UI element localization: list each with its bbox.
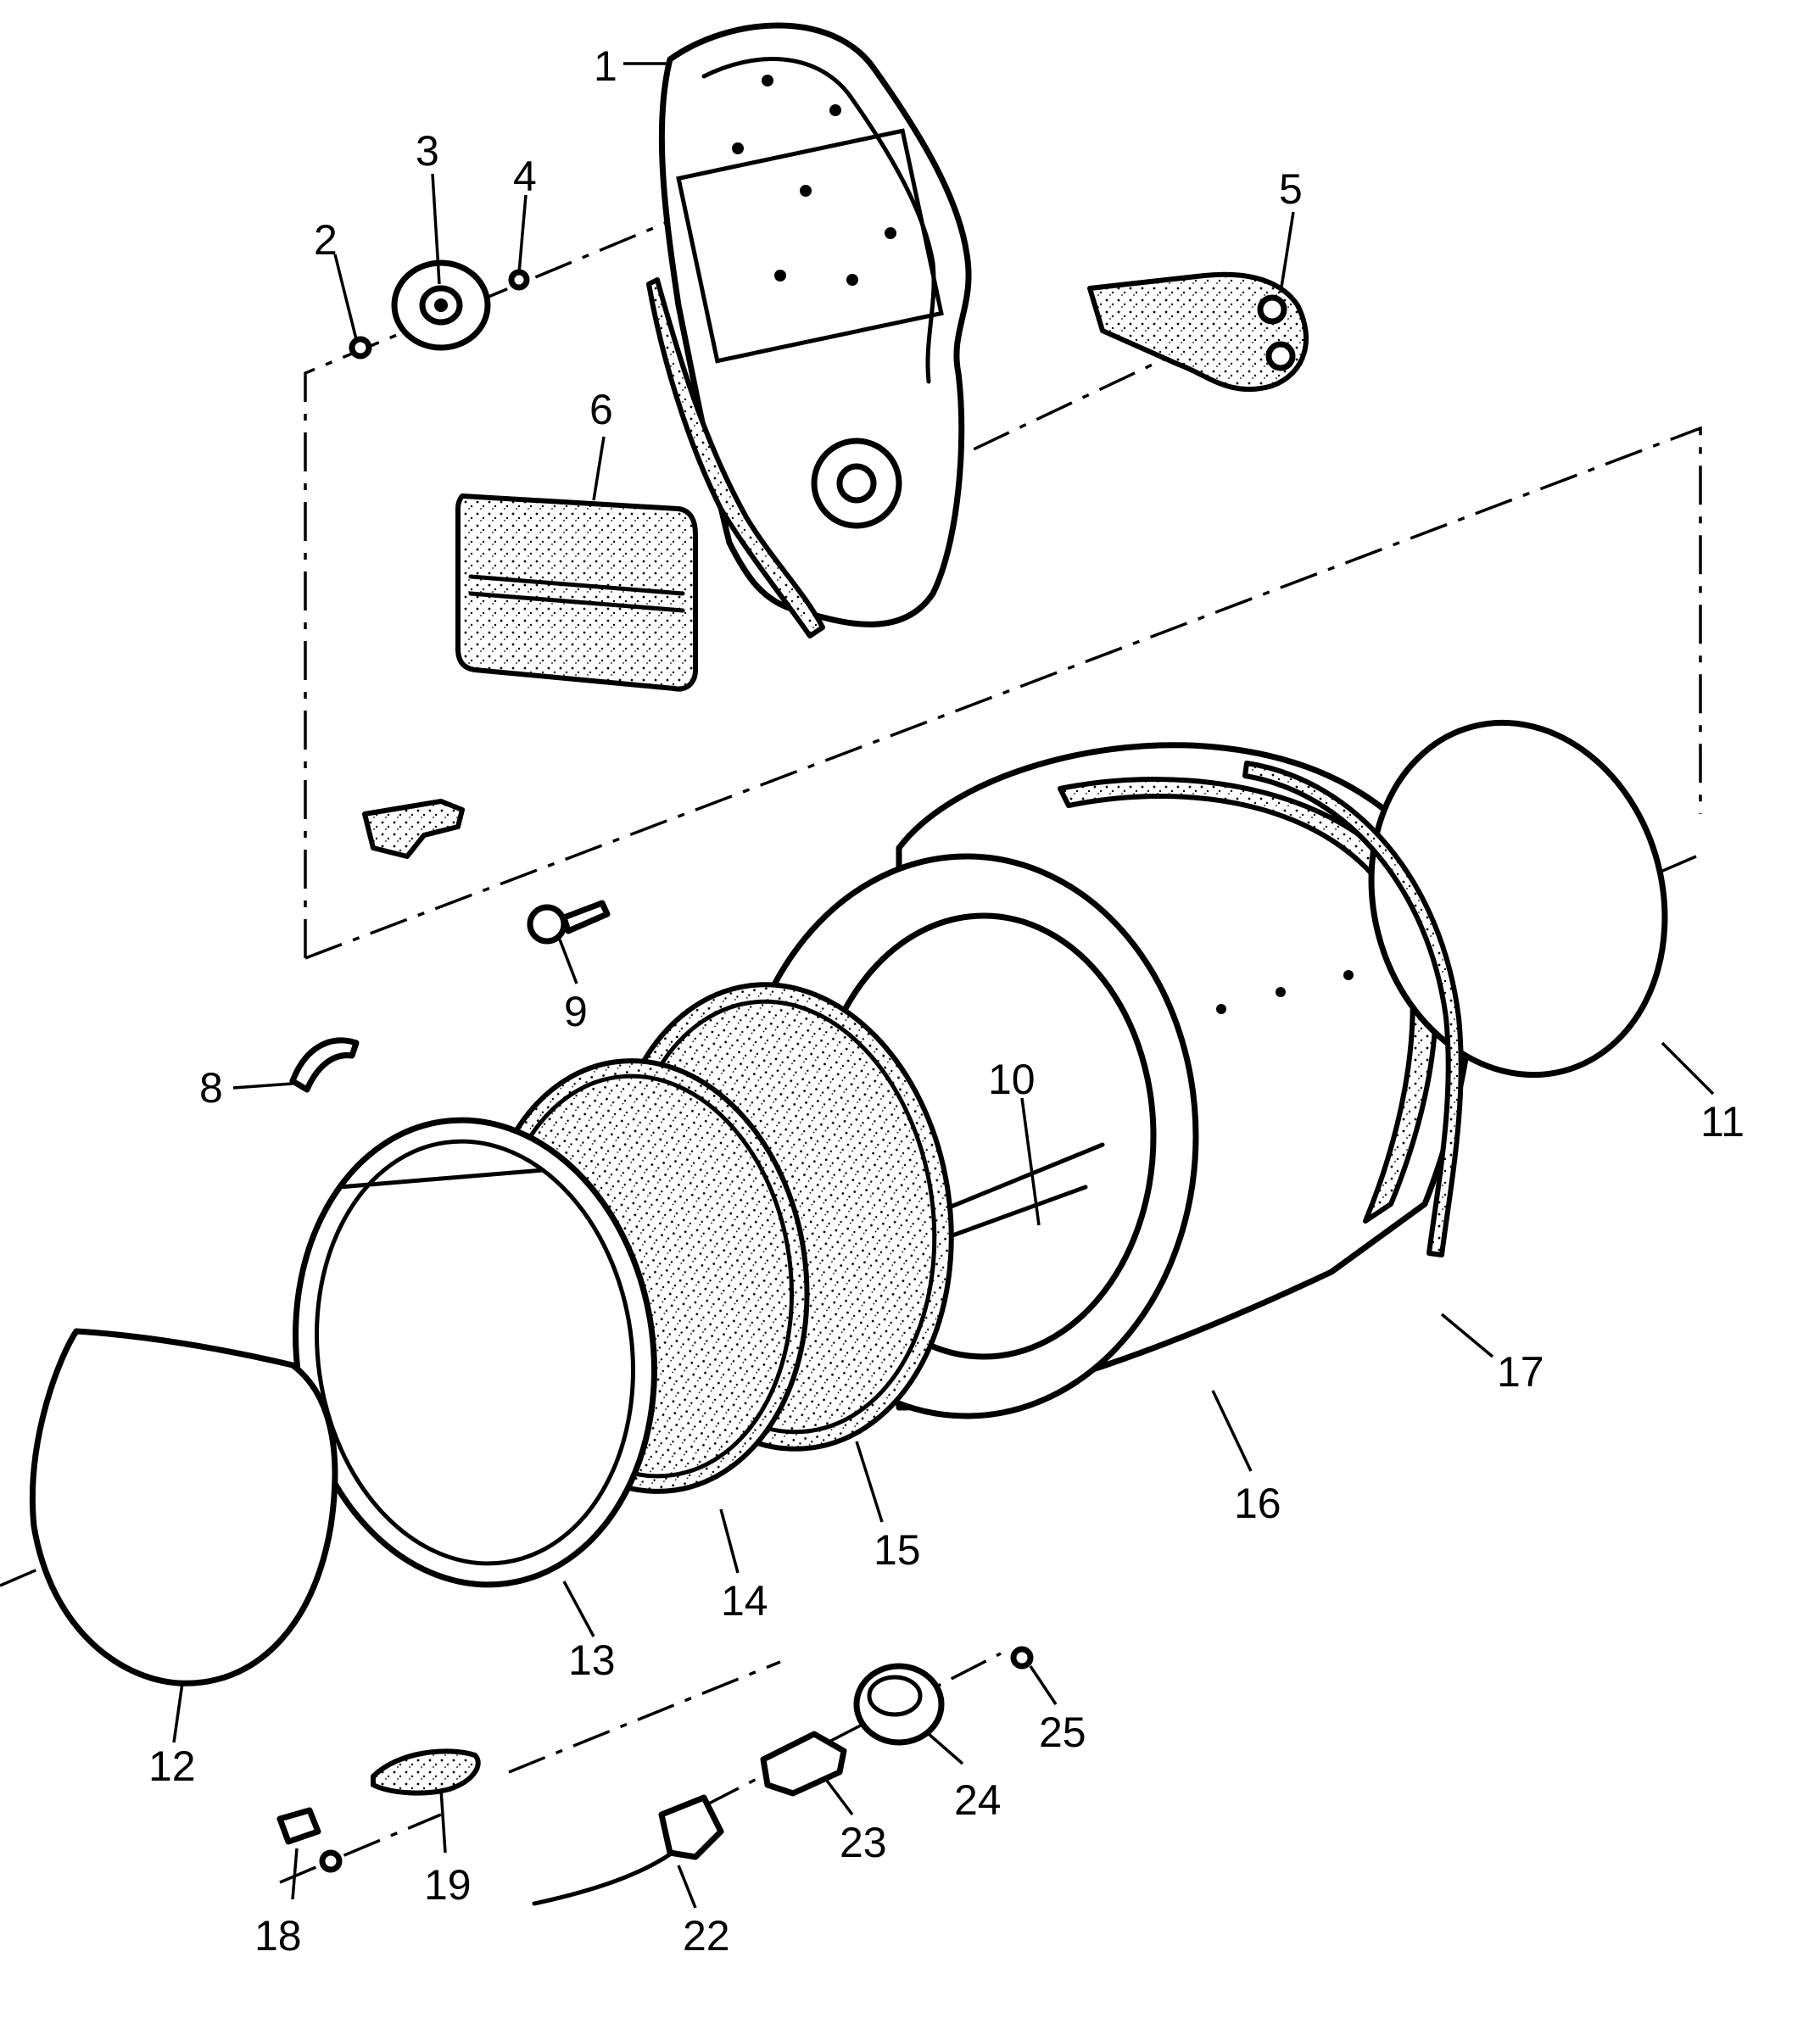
callout-8: 8 bbox=[199, 1064, 223, 1112]
part-19-strike bbox=[371, 1748, 481, 1796]
callout-25: 25 bbox=[1039, 1709, 1086, 1756]
callout-16: 16 bbox=[1234, 1480, 1281, 1527]
part-drum bbox=[734, 742, 1477, 1419]
part-roller-bracket bbox=[1087, 271, 1309, 393]
part-clip-small bbox=[362, 799, 465, 859]
callout-3: 3 bbox=[416, 127, 439, 175]
callout-22: 22 bbox=[683, 1912, 730, 1960]
callout-23: 23 bbox=[840, 1819, 887, 1866]
callout-15: 15 bbox=[874, 1526, 921, 1574]
callout-18: 18 bbox=[254, 1912, 302, 1960]
part-23-shaft bbox=[760, 1731, 847, 1797]
part-bearing-assembly bbox=[349, 259, 530, 360]
callout-17: 17 bbox=[1497, 1348, 1544, 1396]
part-12-front-seal bbox=[29, 1328, 338, 1687]
callout-1: 1 bbox=[594, 42, 617, 90]
callout-2: 2 bbox=[314, 216, 338, 264]
callout-11: 11 bbox=[1700, 1098, 1745, 1146]
part-24-knob bbox=[853, 1663, 945, 1746]
callout-13: 13 bbox=[568, 1636, 616, 1684]
callout-9: 9 bbox=[564, 988, 588, 1035]
callout-5: 5 bbox=[1279, 165, 1303, 213]
callout-4: 4 bbox=[513, 153, 537, 200]
part-8-bracket bbox=[289, 1037, 360, 1093]
callout-labels: 1 2 3 4 5 6 8 9 10 11 12 13 14 15 16 17 … bbox=[148, 42, 1745, 1960]
part-rear-bulkhead bbox=[646, 22, 972, 638]
part-18-catch bbox=[276, 1807, 343, 1873]
part-13-front-bulkhead bbox=[293, 1117, 657, 1588]
leader-lines bbox=[172, 62, 1715, 1909]
callout-24: 24 bbox=[954, 1776, 1002, 1824]
callout-6: 6 bbox=[589, 386, 613, 433]
part-17-felt-strip bbox=[1242, 761, 1464, 1257]
callout-12: 12 bbox=[148, 1742, 196, 1790]
part-access-cover bbox=[455, 493, 698, 692]
callout-14: 14 bbox=[721, 1577, 768, 1625]
part-25-screw bbox=[1010, 1646, 1034, 1670]
callout-19: 19 bbox=[424, 1861, 472, 1909]
part-9-switch bbox=[527, 900, 611, 945]
callout-10: 10 bbox=[988, 1056, 1036, 1103]
part-22-cord-switch bbox=[532, 1794, 724, 1906]
